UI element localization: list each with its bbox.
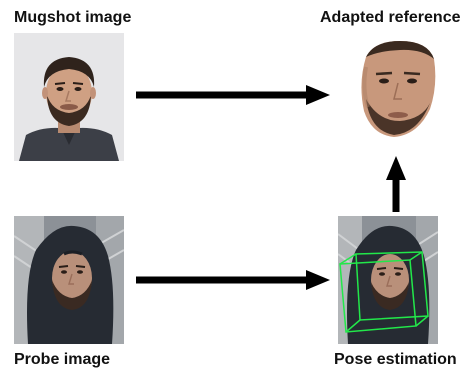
mugshot-image bbox=[14, 33, 124, 161]
pose-estimation-image bbox=[338, 216, 438, 344]
probe-label: Probe image bbox=[14, 351, 111, 368]
arrow-mugshot-to-adapted bbox=[136, 85, 330, 105]
pose-bounding-box bbox=[339, 251, 429, 333]
mugshot-label: Mugshot image bbox=[14, 9, 132, 26]
probe-image bbox=[14, 216, 124, 344]
pose-estimation-label: Pose estimation bbox=[334, 351, 457, 368]
arrow-pose-to-adapted bbox=[386, 156, 406, 212]
arrow-probe-to-pose bbox=[136, 270, 330, 290]
adapted-reference-image bbox=[352, 37, 440, 140]
adapted-reference-label: Adapted reference bbox=[320, 9, 461, 26]
